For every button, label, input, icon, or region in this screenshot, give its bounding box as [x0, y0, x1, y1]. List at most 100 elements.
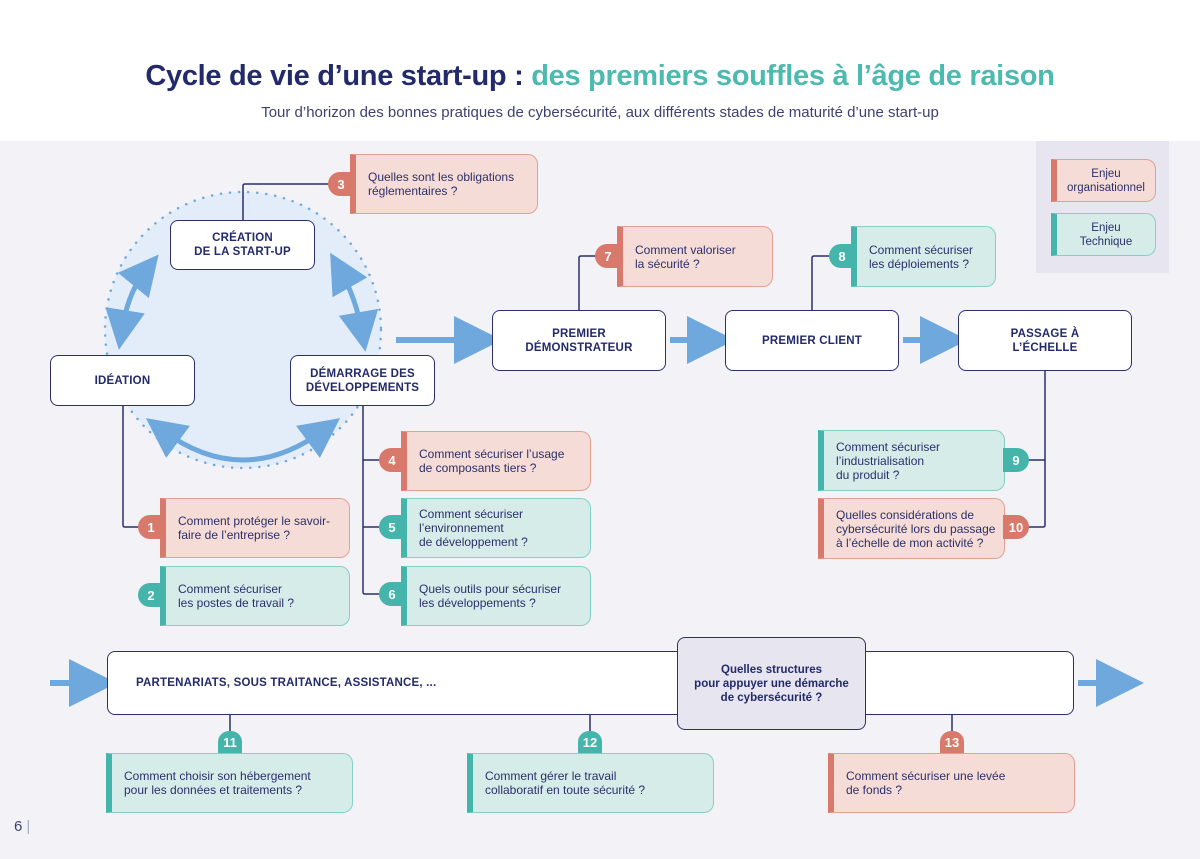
- badge-3: 3: [328, 172, 354, 196]
- stage-demarrage: DÉMARRAGE DES DÉVELOPPEMENTS: [290, 355, 435, 406]
- connector-1: [122, 406, 140, 528]
- stage-creation: CRÉATION DE LA START-UP: [170, 220, 315, 270]
- title-main: Cycle de vie d’une start-up :: [145, 60, 532, 92]
- legend-tech-line2: Technique: [1079, 235, 1133, 248]
- question-11-line1: Comment choisir son hébergement: [124, 769, 311, 783]
- stage-echelle-line1: PASSAGE À: [1010, 327, 1080, 340]
- question-3-line2: réglementaires ?: [368, 184, 458, 198]
- page-subtitle: Tour d’horizon des bonnes pratiques de c…: [261, 104, 939, 121]
- question-2-line2: les postes de travail ?: [178, 596, 295, 610]
- question-11-line2: pour les données et traitements ?: [124, 783, 303, 797]
- badge-2: 2: [138, 583, 164, 607]
- badge-4: 4: [379, 448, 405, 472]
- badge-13: 13: [940, 731, 964, 753]
- page-number-value: 6: [14, 818, 23, 835]
- page-header: Cycle de vie d’une start-up : des premie…: [0, 0, 1200, 141]
- question-9-line1: Comment sécuriser: [836, 439, 941, 454]
- legend: Enjeu organisationnel Enjeu Technique: [1036, 141, 1169, 273]
- question-5-line2: l’environnement: [419, 521, 504, 535]
- stage-premier-client: PREMIER CLIENT: [725, 310, 899, 371]
- stage-creation-line2: DE LA START-UP: [194, 246, 291, 258]
- connector-9-10: [1028, 371, 1046, 528]
- question-8-line1: Comment sécuriser: [869, 242, 974, 257]
- legend-org: Enjeu organisationnel: [1051, 159, 1156, 202]
- title-accent: des premiers souffles à l’âge de raison: [531, 60, 1055, 92]
- connector-3: [242, 183, 330, 220]
- legend-org-line2: organisationnel: [1066, 181, 1145, 194]
- legend-tech: Enjeu Technique: [1051, 213, 1156, 256]
- badge-5: 5: [379, 515, 405, 539]
- question-5-line1: Comment sécuriser: [419, 507, 524, 521]
- badge-10: 10: [1003, 515, 1029, 539]
- structures-line3: de cybersécurité ?: [720, 691, 823, 704]
- question-9-line3: du produit ?: [836, 467, 900, 482]
- badge-6: 6: [379, 582, 405, 606]
- stage-demonstrateur-line1: PREMIER: [552, 327, 606, 340]
- page-number-separator: |: [26, 818, 31, 835]
- stage-echelle-line2: L’ÉCHELLE: [1012, 341, 1078, 354]
- question-4-line1: Comment sécuriser l’usage: [419, 447, 565, 461]
- question-12-line1: Comment gérer le travail: [485, 769, 617, 783]
- question-1: Comment protéger le savoir-faire de l’en…: [160, 498, 350, 558]
- connector-7: [578, 255, 596, 310]
- question-13-line1: Comment sécuriser une levée: [846, 769, 1006, 783]
- partnerships-bar: [107, 651, 1074, 715]
- question-3-line1: Quelles sont les obligations: [368, 170, 515, 184]
- partnerships-label: PARTENARIATS, SOUS TRAITANCE, ASSISTANCE…: [136, 677, 437, 689]
- badge-11: 11: [218, 731, 242, 753]
- stage-client-label: PREMIER CLIENT: [762, 334, 862, 347]
- structures-line2: pour appuyer une démarche: [694, 677, 849, 690]
- badge-8: 8: [829, 244, 855, 268]
- connector-8: [811, 255, 830, 310]
- question-8-line2: les déploiements ?: [869, 256, 970, 271]
- connector-4-5-6: [362, 406, 380, 595]
- question-13-line2: de fonds ?: [846, 783, 903, 797]
- cycle-arrow-creation-demarrage: [330, 252, 379, 352]
- stage-ideation-label: IDÉATION: [94, 374, 151, 387]
- badge-9: 9: [1003, 448, 1029, 472]
- stage-demarrage-line2: DÉVELOPPEMENTS: [305, 381, 420, 394]
- badge-1: 1: [138, 515, 164, 539]
- legend-tech-line1: Enjeu: [1091, 221, 1121, 234]
- structures-line1: Quelles structures: [721, 663, 822, 676]
- cycle-arrow-ideation-demarrage: [145, 418, 341, 463]
- question-12-line2: collaboratif en toute sécurité ?: [485, 783, 646, 797]
- question-10-line2: cybersécurité lors du passage: [836, 521, 996, 536]
- question-1-line1: Comment protéger le savoir-: [178, 514, 331, 528]
- stage-demonstrateur-line2: DÉMONSTRATEUR: [525, 341, 633, 354]
- question-10-line3: à l’échelle de mon activité ?: [836, 535, 984, 550]
- badge-12: 12: [578, 731, 602, 753]
- stage-passage-echelle: PASSAGE À L’ÉCHELLE: [958, 310, 1132, 371]
- page-title: Cycle de vie d’une start-up : des premie…: [0, 60, 1200, 93]
- question-6-line2: les développements ?: [419, 596, 536, 610]
- stage-ideation: IDÉATION: [50, 355, 195, 406]
- question-10-line1: Quelles considérations de: [836, 507, 975, 522]
- stage-demarrage-line1: DÉMARRAGE DES: [310, 367, 415, 380]
- cycle-arrow-ideation-creation: [105, 254, 159, 350]
- stage-creation-line1: CRÉATION: [212, 232, 273, 244]
- question-1-line2: faire de l’entreprise ?: [178, 528, 291, 542]
- stage-demonstrateur: PREMIER DÉMONSTRATEUR: [492, 310, 666, 371]
- question-6-line1: Quels outils pour sécuriser: [419, 582, 562, 596]
- question-7-line1: Comment valoriser: [635, 242, 736, 257]
- question-9-line2: l’industrialisation: [836, 453, 925, 468]
- page-number: 6|: [14, 818, 30, 835]
- question-5-line3: de développement ?: [419, 535, 528, 549]
- question-2-line1: Comment sécuriser: [178, 582, 283, 596]
- question-7-line2: la sécurité ?: [635, 256, 700, 271]
- badge-7: 7: [595, 244, 621, 268]
